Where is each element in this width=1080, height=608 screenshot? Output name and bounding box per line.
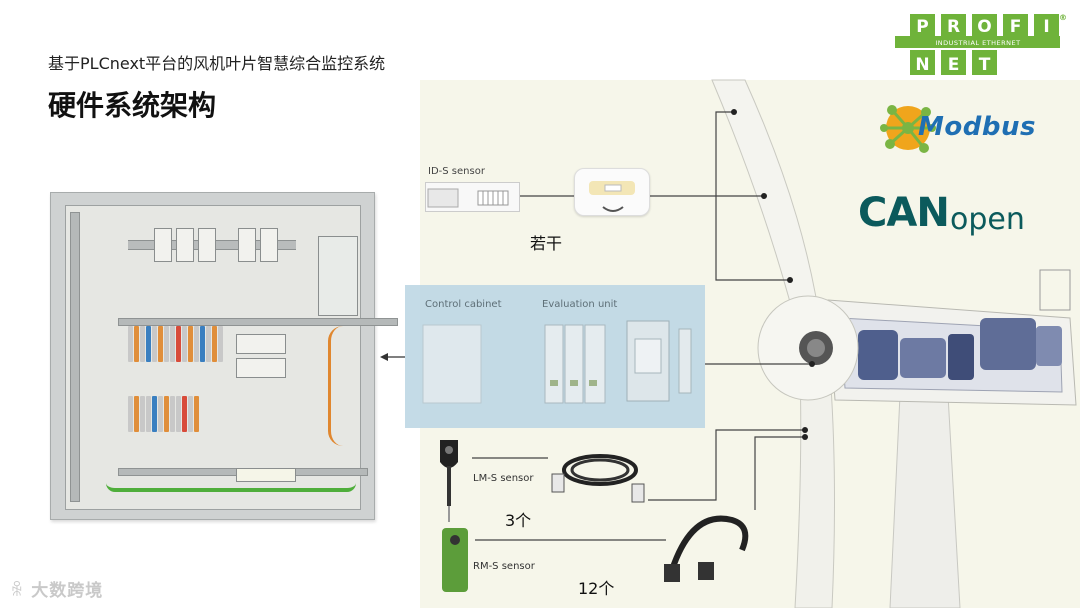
rm-sensor-cable [664,515,749,582]
svg-text:P: P [916,17,928,37]
ids-sensor-label: ID-S sensor [428,166,485,177]
cable-duct [118,318,398,326]
control-evaluation-panel: Control cabinet Evaluation unit [405,285,705,428]
control-cabinet-label: Control cabinet [425,299,502,310]
orange-cable [328,326,358,446]
modbus-network-icon [880,105,936,153]
lm-sensor-device [440,440,458,522]
bottom-module [236,468,296,482]
rm-sensor-label: RM-S sensor [473,561,535,572]
power-supply [318,236,358,316]
plc-module [154,228,172,262]
terminal-row [128,396,199,432]
watermark: ꆜ 大数跨境 [10,576,103,601]
svg-text:E: E [948,55,960,75]
lm-sensor-count: 3个 [505,511,532,530]
svg-text:®: ® [1059,13,1067,22]
modbus-logo: Modbus [878,98,1072,160]
cabinet-interior [65,205,398,510]
relay-module [236,334,286,354]
lm-sensor-cable [551,454,645,503]
canopen-can-text: CAN [858,190,950,236]
evaluation-unit-devices [422,320,692,404]
cable-duct [70,212,80,502]
slide-heading: 硬件系统架构 [48,89,217,122]
plc-module [238,228,256,262]
modbus-logo-text: Modbus [918,112,1036,142]
rm-sensor-count: 12个 [578,579,615,598]
watermark-icon: ꆜ [10,581,25,601]
plc-module [176,228,194,262]
svg-text:N: N [915,55,929,75]
svg-text:INDUSTRIAL ETHERNET: INDUSTRIAL ETHERNET [935,39,1020,47]
rm-sensor-device [442,528,468,592]
relay-module [236,358,286,378]
control-cabinet-photo [50,192,398,520]
terminal-row [128,326,223,362]
watermark-text: 大数跨境 [31,581,104,601]
plc-module [198,228,216,262]
svg-text:R: R [947,17,960,37]
ids-sensor-count: 若干 [530,234,563,253]
canopen-logo: CAN open [858,190,1058,240]
svg-text:F: F [1010,17,1022,37]
svg-text:O: O [977,17,991,37]
ids-sensor-device [574,168,650,216]
ids-terminal-block [425,182,520,212]
evaluation-unit-label: Evaluation unit [542,299,618,310]
lm-sensor-label: LM-S sensor [473,473,534,484]
svg-text:T: T [979,55,991,75]
plc-module [260,228,278,262]
slide-subtitle: 基于PLCnext平台的风机叶片智慧综合监控系统 [48,54,386,73]
canopen-open-text: open [950,202,1025,237]
green-cable [106,474,356,492]
svg-text:I: I [1043,17,1049,37]
